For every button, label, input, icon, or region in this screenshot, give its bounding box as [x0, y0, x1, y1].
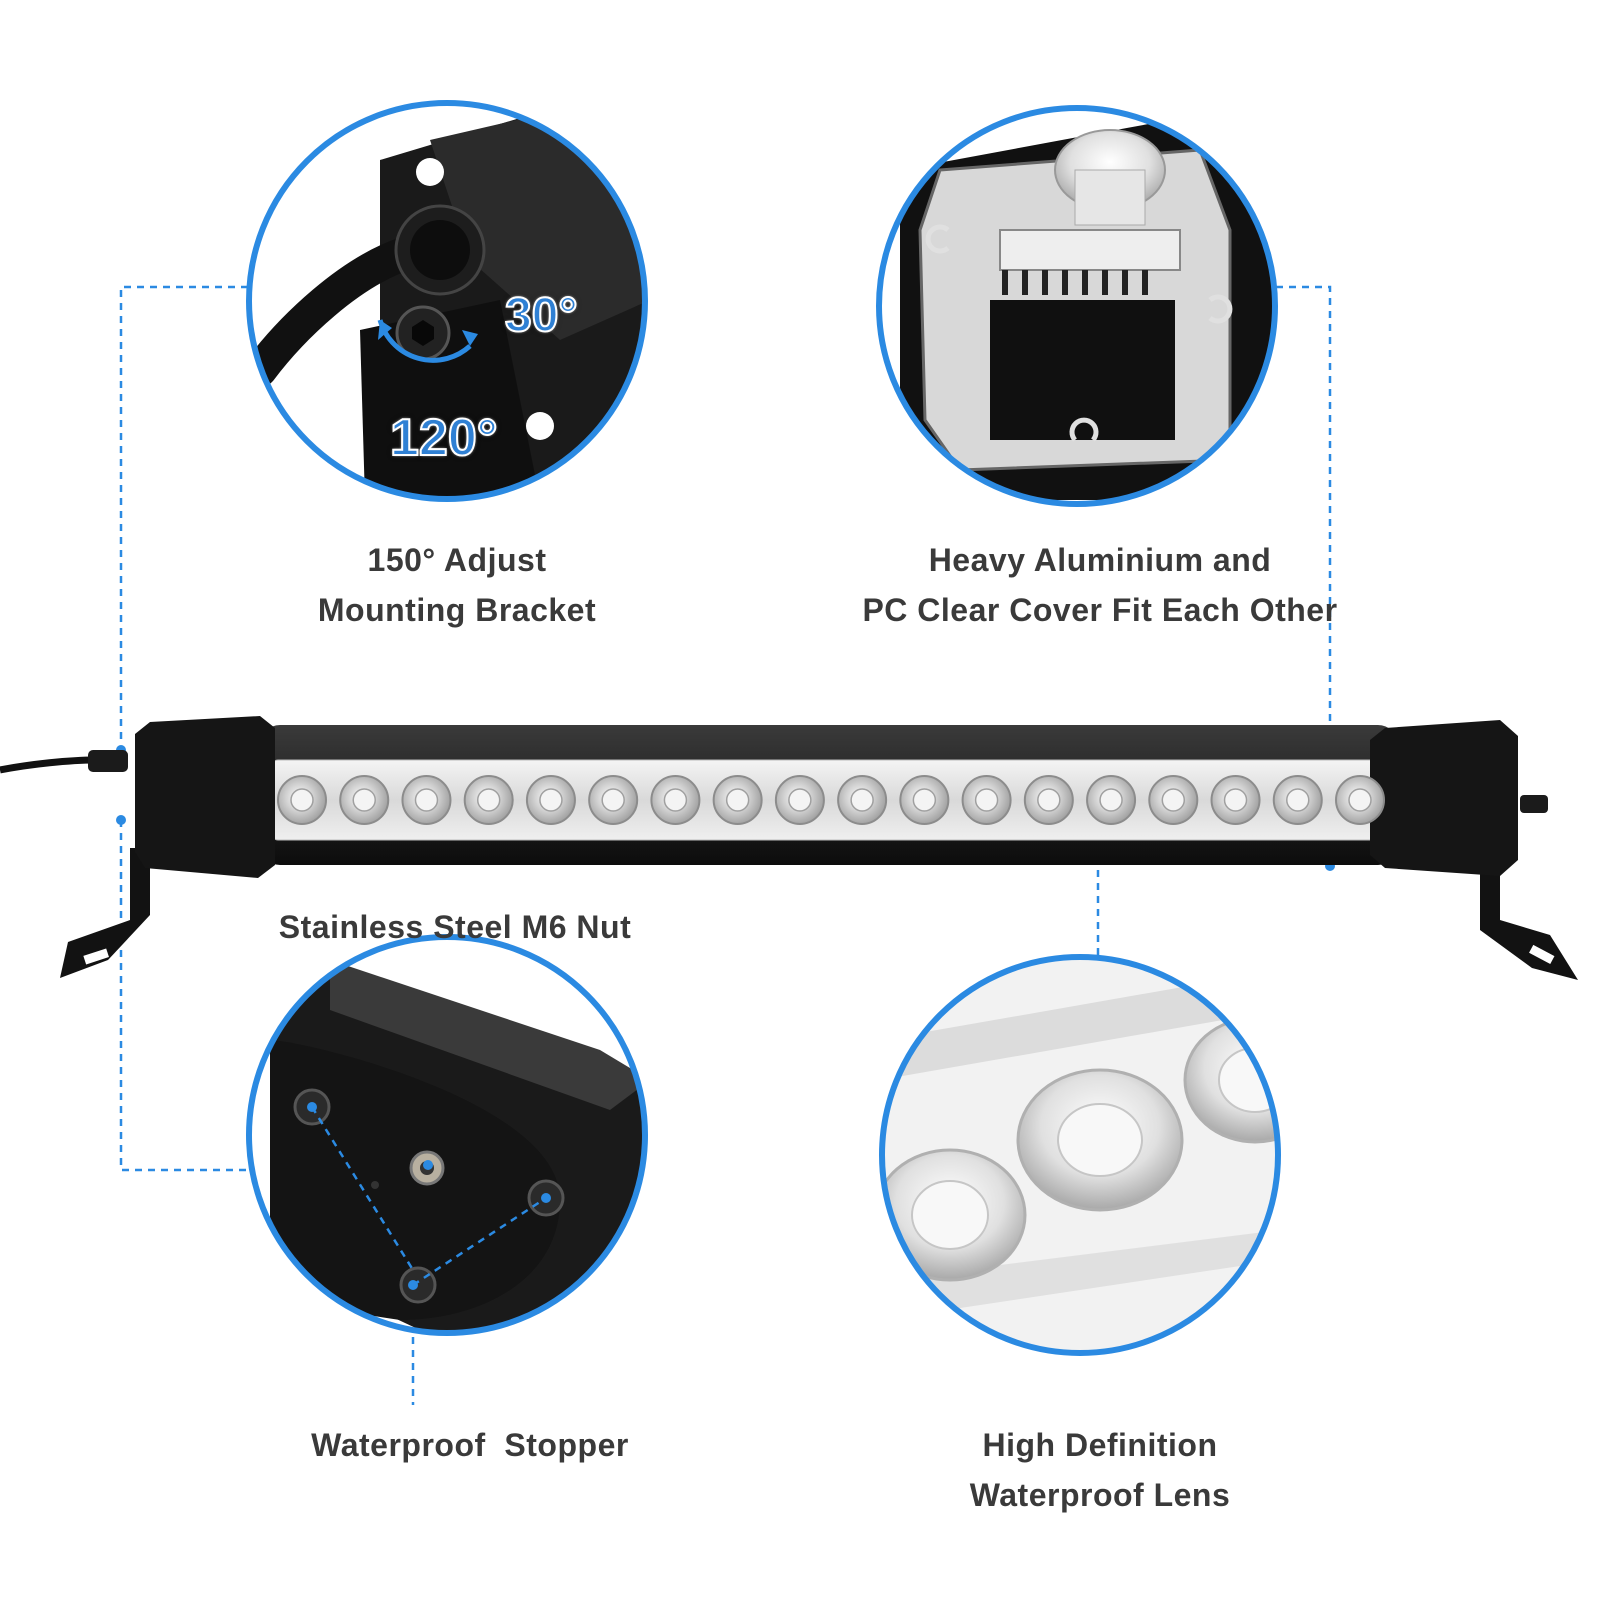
cable-icon — [249, 235, 427, 387]
led-lens — [463, 775, 514, 825]
led-lens — [277, 775, 327, 825]
stopper-caption: Waterproof Stopper — [260, 1420, 680, 1470]
aluminium-caption-line1: Heavy Aluminium and — [928, 542, 1272, 578]
bracket-closeup — [246, 100, 648, 502]
aluminium-closeup — [876, 105, 1278, 507]
led-lens — [525, 775, 576, 825]
lens-caption: High Definition Waterproof Lens — [900, 1420, 1300, 1520]
led-lens — [339, 775, 390, 825]
bracket-caption-line2: Mounting Bracket — [317, 592, 597, 628]
nut-caption: Stainless Steel M6 Nut — [240, 902, 670, 952]
bracket-caption-line1: 150° Adjust — [367, 542, 547, 578]
stopper-connector — [119, 820, 248, 1172]
led-lens — [1086, 775, 1137, 825]
lens-caption-line2: Waterproof Lens — [969, 1477, 1231, 1513]
led-lens — [401, 775, 452, 825]
led-lens — [1023, 775, 1074, 825]
right-bracket — [1480, 848, 1578, 980]
rotate-arrow-icon — [377, 319, 472, 363]
led-lens — [712, 775, 763, 825]
right-endcap — [1370, 720, 1518, 876]
led-lens — [650, 775, 701, 825]
nut-caption-label: Stainless Steel M6 Nut — [278, 909, 632, 945]
bracket-caption: 150° Adjust Mounting Bracket — [247, 535, 667, 635]
led-lens — [1210, 775, 1261, 825]
led-lens — [1148, 775, 1199, 825]
led-lens — [837, 775, 888, 825]
left-bracket — [60, 848, 150, 978]
led-lens — [1272, 775, 1323, 825]
lens-closeup — [879, 954, 1281, 1356]
led-lens — [899, 775, 950, 825]
led-lens — [1335, 775, 1385, 825]
left-endcap — [135, 716, 275, 878]
endcap-closeup — [246, 934, 648, 1336]
light-bar — [0, 716, 1578, 980]
stopper-caption-label: Waterproof Stopper — [311, 1427, 629, 1463]
angle-30-label: 30° — [504, 288, 579, 343]
led-lens — [588, 775, 639, 825]
led-row — [277, 775, 1385, 825]
aluminium-caption: Heavy Aluminium and PC Clear Cover Fit E… — [840, 535, 1360, 635]
power-cord — [0, 756, 97, 774]
aluminium-caption-line2: PC Clear Cover Fit Each Other — [862, 592, 1338, 628]
led-lens — [774, 775, 825, 825]
bracket-connector — [119, 285, 248, 740]
lens-caption-line1: High Definition — [982, 1427, 1218, 1463]
aluminium-connector — [1276, 285, 1332, 866]
angle-120-label: 120° — [389, 408, 499, 468]
led-lens — [961, 775, 1012, 825]
